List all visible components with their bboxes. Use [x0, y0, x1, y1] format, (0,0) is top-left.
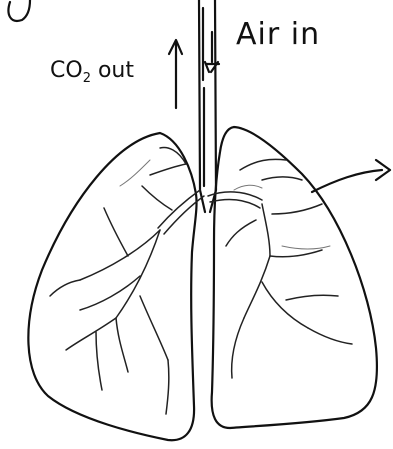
trachea [199, 0, 216, 212]
pointer-arrow [312, 160, 390, 192]
co2-subscript: 2 [83, 71, 91, 86]
partial-glyph [9, 0, 31, 21]
co2-out-label: CO2 out [50, 60, 134, 85]
co2-text: CO [50, 58, 83, 83]
left-lung [28, 133, 196, 440]
left-lung-branches [50, 148, 186, 414]
right-lung [212, 127, 377, 428]
out-text: out [91, 58, 134, 83]
co2-out-arrow [169, 40, 182, 108]
air-in-arrow [205, 32, 219, 72]
air-in-label: Air in [236, 20, 320, 50]
right-lung-branches [226, 159, 352, 378]
